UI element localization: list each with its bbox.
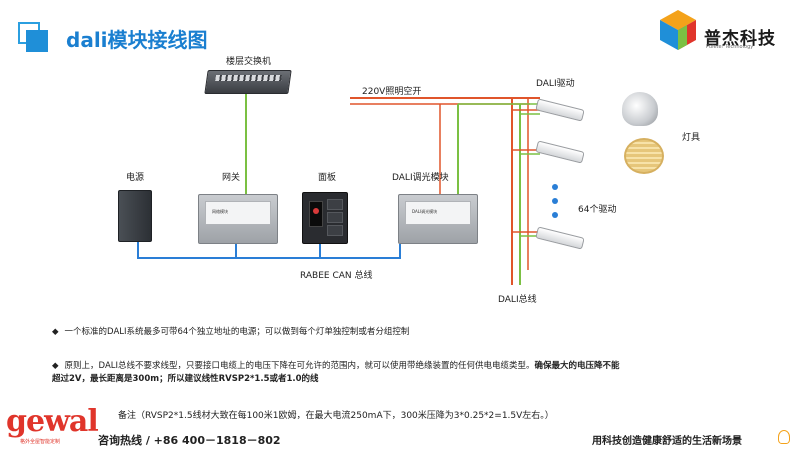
psu-label: 电源	[126, 173, 145, 183]
note-1-text: 一个标准的DALI系统最多可带64个独立地址的电源；可以做到每个灯单独控制或者分…	[64, 327, 410, 337]
note-3-text: 超过2V，最长距离是300m；所以建议线性RVSP2*1.5或者1.0的线	[52, 374, 319, 384]
company-name: 普杰科技	[704, 29, 776, 49]
floor-switch	[204, 70, 292, 94]
company-logo-icon	[660, 10, 696, 50]
gewal-sub: 格外全屋智能定制	[20, 439, 61, 445]
note-2: ◆ 原则上，DALI总线不要求线型，只要接口电缆上的电压下降在可允许的范围内，就可…	[52, 360, 742, 386]
wiring-diagram	[137, 94, 540, 285]
control-panel	[302, 192, 348, 244]
dali-dimmer-module: DALI调光模块	[398, 194, 478, 244]
drivers-count-label: 64个驱动	[578, 205, 617, 215]
page-title: dali模块接线图	[66, 28, 208, 52]
company-name-en: Puiete! Technology	[706, 44, 754, 50]
can-bus-line	[137, 242, 401, 259]
note-2-text: 原则上，DALI总线不要求线型，只要接口电缆上的电压下降在可允许的范围内，就可以…	[64, 361, 535, 371]
hotline: 咨询热线 / +86 400－1818－802	[98, 434, 281, 447]
bulb-icon	[778, 430, 790, 444]
ellipsis-dot	[552, 212, 558, 218]
can-bus-label: RABEE CAN 总线	[300, 271, 373, 281]
gateway-label: 网关	[222, 173, 241, 183]
led-strip-lamp-icon	[624, 138, 664, 174]
gateway-face-text: 网络模块	[212, 209, 228, 214]
panel-label: 面板	[318, 173, 337, 183]
ellipsis-dot	[552, 198, 558, 204]
spotlight-lamp-icon	[622, 92, 658, 126]
remark: 备注（RVSP2*1.5线材大致在每100米1欧姆，在最大电流250mA下，30…	[118, 411, 554, 421]
dali-bus-label: DALI总线	[498, 295, 537, 305]
floor-switch-label: 楼层交换机	[226, 57, 272, 67]
bullet-icon: ◆	[52, 361, 59, 371]
gateway-device: 网络模块	[198, 194, 278, 244]
ellipsis-dot	[552, 184, 558, 190]
dimmer-face-text: DALI调光模块	[412, 209, 438, 214]
dali-driver-label: DALI驱动	[536, 79, 575, 89]
dimmer-label: DALI调光模块	[392, 173, 449, 183]
bullet-icon: ◆	[52, 327, 59, 337]
note-2-emphasis: 确保最大的电压降不能	[534, 361, 620, 371]
company-logo	[656, 8, 796, 52]
slogan: 用科技创造健康舒适的生活新场景	[592, 436, 742, 447]
power-supply	[118, 190, 152, 242]
title-mark-icon	[18, 22, 48, 52]
note-1: ◆ 一个标准的DALI系统最多可带64个独立地址的电源；可以做到每个灯单独控制或者…	[52, 326, 409, 339]
gewal-logo: gewal	[6, 404, 99, 439]
lamp-label: 灯具	[682, 133, 701, 143]
breaker-label: 220V照明空开	[362, 87, 422, 97]
